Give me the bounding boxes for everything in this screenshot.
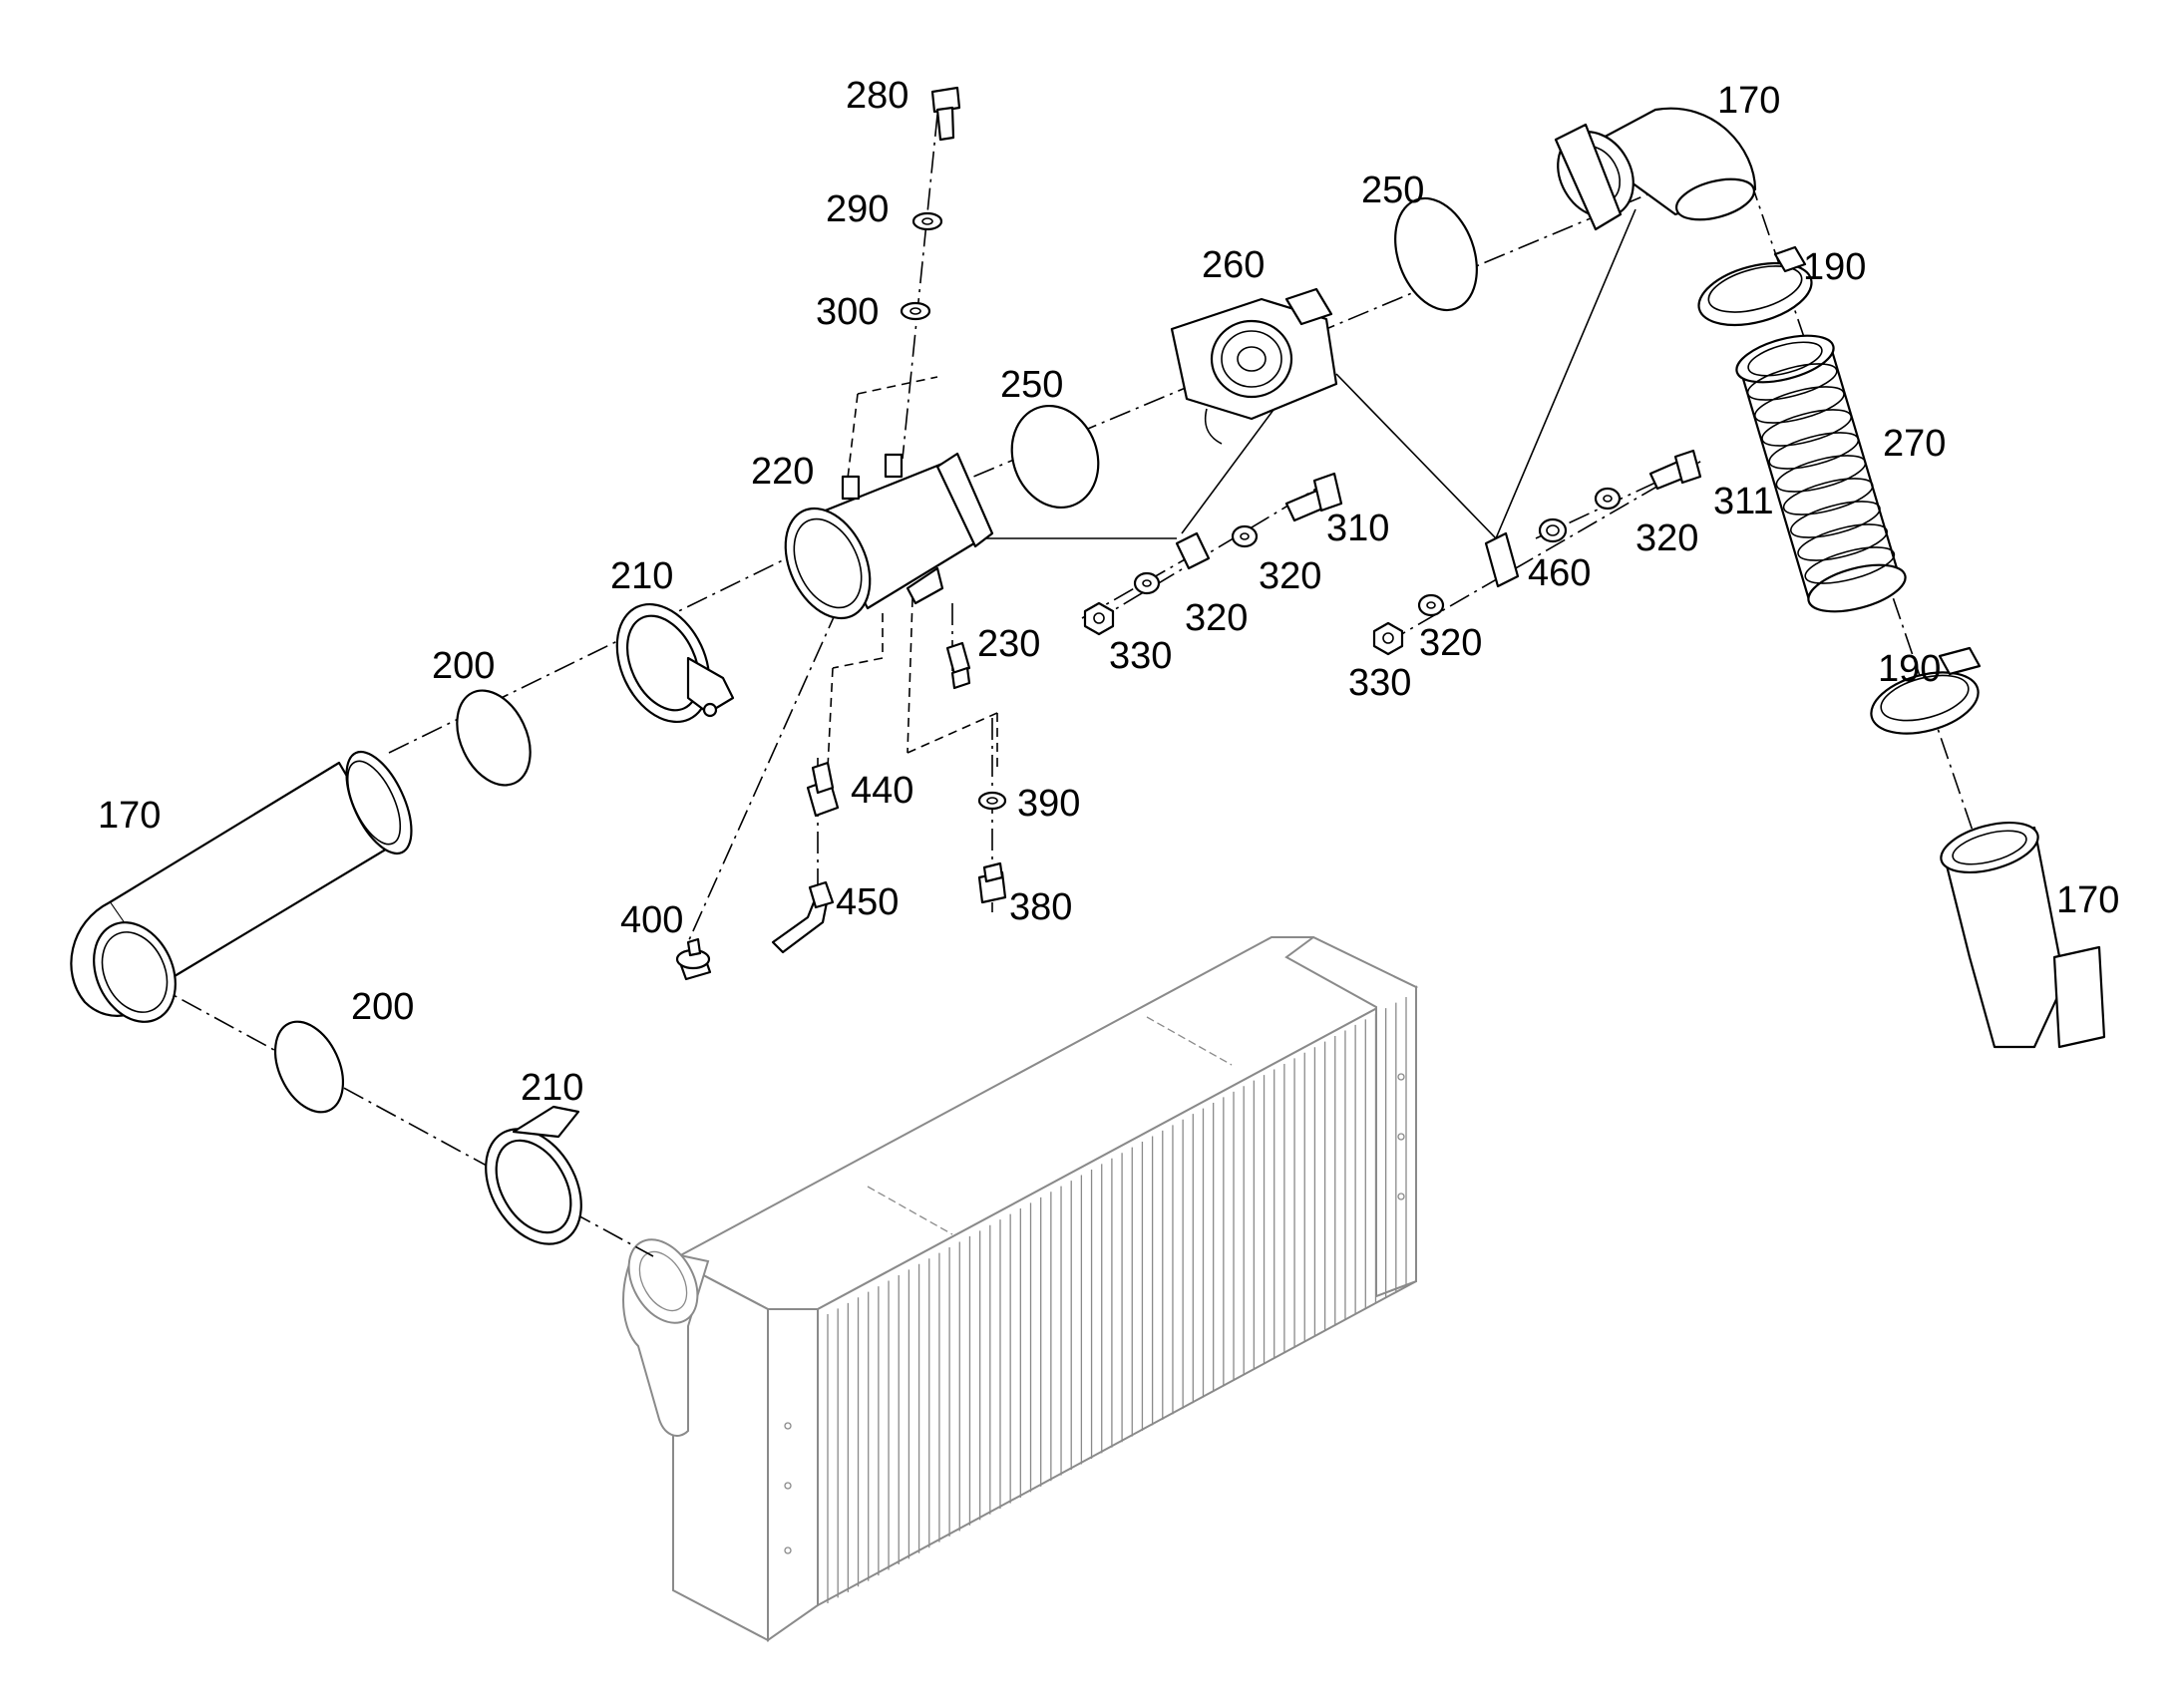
part-280-bolt: [930, 86, 961, 142]
hose-rib: [1754, 386, 1845, 424]
callout-labels: 280 290 300 220 210 200 170 250 260 250 …: [98, 75, 2119, 1109]
part-200-o-ring-upper: [456, 689, 532, 787]
part-330-nut-left: [1083, 601, 1115, 636]
part-260-throttle-valve: [1170, 287, 1338, 445]
part-250-gasket-left: [1010, 404, 1100, 510]
callout-450: 450: [836, 881, 899, 923]
hose-rib: [1746, 363, 1838, 401]
callout-311: 311: [1713, 481, 1774, 522]
hose-rib: [1775, 455, 1867, 493]
callout-330-right: 330: [1348, 662, 1411, 704]
hose-rib: [1797, 523, 1888, 561]
part-400-sensor: [675, 937, 712, 981]
callout-200-upper: 200: [432, 645, 495, 687]
part-300-washer: [900, 301, 931, 321]
hose-rib: [1761, 409, 1852, 447]
part-320-washer-b: [1133, 571, 1161, 595]
part-230-plug: [945, 641, 971, 690]
callout-400: 400: [620, 899, 683, 941]
callout-390: 390: [1017, 783, 1080, 825]
part-310-bolt: [1284, 472, 1343, 522]
part-170-elbow-top: [1554, 107, 1757, 231]
part-220-pipe-adapter: [784, 452, 994, 620]
part-320-washer-a: [1231, 524, 1259, 548]
callout-460: 460: [1528, 552, 1591, 594]
part-450-elbow-tube: [771, 880, 835, 954]
hose-corrugations: [1746, 363, 1896, 584]
callout-290: 290: [826, 188, 889, 230]
part-250-gasket-right: [1394, 196, 1478, 312]
callout-320-b: 320: [1259, 555, 1321, 597]
hose-rib: [1790, 501, 1881, 538]
callout-220: 220: [751, 451, 814, 493]
part-380-plug: [977, 861, 1007, 904]
callout-190-lower: 190: [1878, 648, 1941, 690]
core-fins: [827, 997, 1407, 1603]
part-210-clamp-upper: [615, 602, 735, 724]
part-190-hose-clamp-upper: [1697, 245, 1813, 327]
part-200-o-ring-lower: [273, 1020, 345, 1114]
callout-170-left: 170: [98, 795, 161, 837]
hose-rib: [1804, 546, 1896, 584]
callout-330-left: 330: [1109, 635, 1172, 677]
hose-rib: [1782, 478, 1874, 515]
callout-250-left: 250: [1000, 364, 1063, 406]
callout-230: 230: [977, 623, 1040, 665]
part-190-hose-clamp-lower: [1870, 646, 1982, 735]
callout-260: 260: [1202, 244, 1265, 286]
callout-320-a: 320: [1635, 517, 1698, 559]
callout-200-lower: 200: [351, 986, 414, 1028]
part-170-pipe-right: [1940, 822, 2106, 1049]
part-320-washer-d: [1417, 593, 1445, 617]
part-390-washer: [977, 791, 1007, 811]
hose-rib: [1768, 432, 1860, 470]
mounting-bracket-left: [1175, 531, 1211, 570]
callout-210-lower: 210: [521, 1067, 583, 1109]
callout-320-d: 320: [1419, 622, 1482, 664]
part-311-bolt: [1648, 449, 1702, 491]
callout-320-c: 320: [1185, 597, 1248, 639]
callout-380: 380: [1009, 886, 1072, 928]
callout-170-top: 170: [1717, 80, 1780, 122]
part-210-clamp-lower: [485, 1105, 582, 1245]
callout-440: 440: [851, 770, 913, 812]
part-170-elbow-pipe-left: [70, 750, 413, 1023]
callout-190-upper: 190: [1803, 246, 1866, 288]
callout-300: 300: [816, 291, 879, 333]
part-320-washer-c: [1594, 487, 1622, 511]
callout-310: 310: [1326, 508, 1389, 549]
callout-170-right: 170: [2056, 879, 2119, 921]
mounting-bracket-right: [1484, 531, 1520, 588]
intercooler: [622, 935, 1419, 1642]
callout-250-right: 250: [1361, 170, 1424, 211]
callout-210-upper: 210: [610, 555, 673, 597]
part-330-nut-right: [1372, 621, 1404, 656]
part-270-corrugated-hose: [1735, 334, 1907, 613]
part-290-washer: [911, 211, 943, 231]
part-440-fitting: [806, 761, 840, 818]
part-460-spacer: [1538, 517, 1568, 543]
callout-280: 280: [846, 75, 908, 117]
callout-270: 270: [1883, 423, 1946, 465]
